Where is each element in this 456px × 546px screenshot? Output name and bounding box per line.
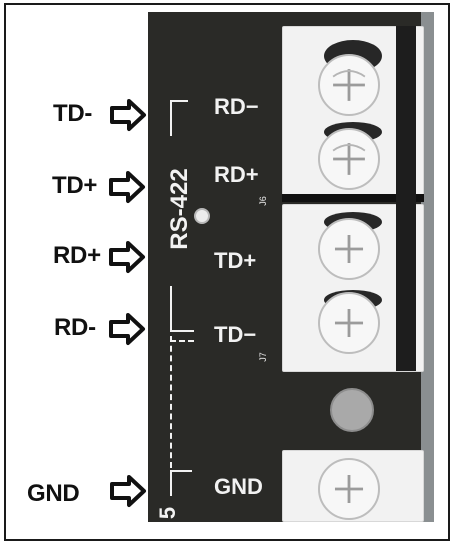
arrow-right-icon: [109, 171, 145, 203]
silk-dashed-line: [170, 340, 194, 342]
arrow-right-icon: [110, 99, 146, 131]
silk-bracket-bottom: [170, 286, 172, 332]
connector-j6-label: J6: [257, 196, 268, 206]
mounting-hole: [330, 388, 374, 432]
silk-bracket-bottom: [170, 330, 194, 332]
screw-icon: [318, 458, 380, 520]
terminal-gap: [282, 194, 424, 202]
silk-dashed-line: [170, 336, 172, 468]
arrow-right-icon: [109, 313, 145, 345]
silk-bracket-top: [170, 100, 172, 136]
screw-icon: [318, 292, 380, 354]
board-digit: 5: [155, 506, 181, 520]
board-label-rd-plus: RD+: [214, 162, 259, 187]
status-led: [194, 208, 210, 224]
left-label-rd-minus: RD-: [54, 314, 96, 341]
terminal-gap: [396, 26, 416, 371]
left-label-td-plus: TD+: [52, 172, 98, 199]
rs422-label: RS-422: [166, 168, 193, 250]
left-label-td-minus: TD-: [53, 100, 93, 127]
screw-icon: [318, 218, 380, 280]
silk-bracket-top: [170, 100, 188, 102]
silk-gnd-bracket: [170, 470, 192, 472]
connector-j7-label: J7: [257, 352, 268, 362]
screw-icon: [318, 54, 380, 116]
board-label-td-minus: TD−: [214, 322, 257, 347]
screw-icon: [318, 128, 380, 190]
board-edge: [421, 12, 434, 522]
left-label-gnd: GND: [27, 480, 80, 507]
board-label-rd-minus: RD−: [214, 94, 259, 119]
board-label-gnd: GND: [214, 474, 263, 499]
arrow-right-icon: [109, 241, 145, 273]
left-label-rd-plus: RD+: [53, 242, 101, 269]
board-label-td-plus: TD+: [214, 248, 257, 273]
arrow-right-icon: [110, 475, 146, 507]
silk-gnd-bracket: [170, 470, 172, 496]
